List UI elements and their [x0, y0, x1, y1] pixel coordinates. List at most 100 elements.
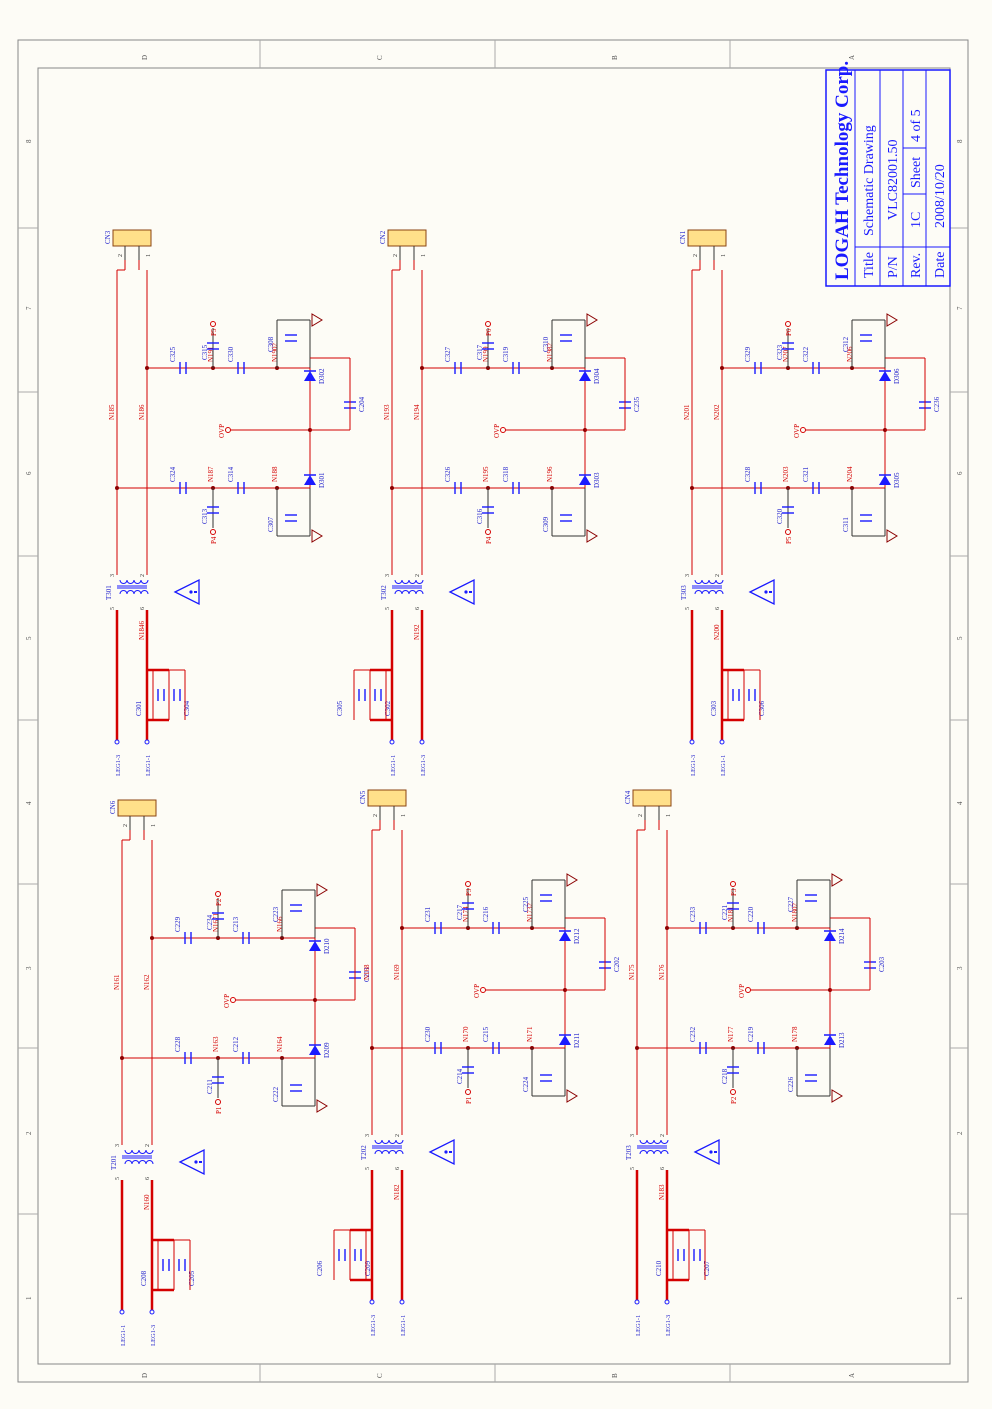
capacitor: C326: [444, 466, 462, 494]
ground-icon: [831, 873, 843, 887]
capacitor-label: C321: [802, 466, 810, 482]
capacitor: C302: [374, 689, 392, 716]
net-label: N177: [727, 1026, 735, 1042]
capacitor: C303: [710, 689, 740, 716]
capacitor-label: C220: [747, 906, 755, 922]
leg-label: LEG1-3: [420, 755, 427, 776]
pin-number: 1: [666, 814, 672, 817]
test-point-label: P4: [485, 536, 493, 544]
capacitor-label: C230: [424, 1026, 432, 1042]
capacitor-label: C315: [201, 344, 209, 360]
outer-border: [17, 39, 969, 1383]
capacitor-label: C312: [842, 336, 850, 352]
test-point: P4: [210, 529, 218, 544]
leg-label: LEG1-1: [400, 1315, 407, 1336]
test-point-label: P2: [730, 1096, 738, 1104]
capacitor-label: C205: [188, 1270, 196, 1286]
ovp-label: OVP: [793, 424, 801, 438]
capacitor: C330: [227, 346, 245, 374]
capacitor: C226: [787, 1074, 817, 1092]
net-label: N186: [138, 404, 146, 420]
sheet-value: 4 of 5: [909, 109, 924, 142]
capacitor: C236: [919, 396, 941, 412]
pin-number: 3: [365, 1134, 371, 1137]
transformer-label: T303: [680, 585, 688, 600]
pin-number: 2: [693, 254, 699, 257]
diode-label: D301: [318, 472, 326, 488]
leg-terminal: [689, 739, 695, 745]
capacitor-label: C327: [444, 346, 452, 362]
border-number-right: 1: [956, 1296, 964, 1300]
capacitor: C318: [502, 466, 520, 494]
capacitor-label: C212: [232, 1036, 240, 1052]
test-point: P1: [465, 1089, 473, 1104]
capacitor-label: C231: [424, 906, 432, 922]
capacitor: C228: [174, 1036, 192, 1064]
title-block: LOGAH Technology Corp. Title Schematic D…: [825, 61, 951, 287]
junction-dot: [145, 366, 149, 370]
title-value: Schematic Drawing: [862, 125, 877, 236]
capacitor-label: C202: [613, 956, 621, 972]
net-label: N176: [658, 964, 666, 980]
net-label: N182: [393, 1184, 401, 1200]
warning-icon: [748, 578, 775, 606]
diode-body: [579, 475, 591, 485]
net-label: N1846: [138, 620, 146, 640]
net-label: N164: [276, 1036, 284, 1052]
diode-body: [304, 371, 316, 381]
capacitor: C304: [173, 689, 191, 716]
border-number-left: 5: [25, 636, 33, 640]
capacitor: C327: [444, 346, 462, 374]
connector-label: CN1: [679, 230, 687, 244]
leg-terminal: [119, 1309, 125, 1315]
diode: D304: [579, 368, 601, 384]
date-value: 2008/10/20: [933, 164, 948, 228]
capacitor: C329: [744, 346, 762, 374]
pin-number: 1: [721, 254, 727, 257]
connector-label: CN6: [109, 800, 117, 814]
capacitor: C234: [206, 912, 224, 930]
net-label: N166: [276, 916, 284, 932]
capacitor-label: C233: [689, 906, 697, 922]
capacitor-label: C320: [776, 508, 784, 524]
capacitor-label: C208: [140, 1270, 148, 1286]
pin-number: 3: [685, 574, 691, 577]
net-label: N199: [482, 346, 490, 362]
capacitor-label: C329: [744, 346, 752, 362]
border-number-left: 8: [25, 139, 33, 143]
capacitor-label: C203: [878, 956, 886, 972]
connector-label: CN2: [379, 230, 387, 244]
diode: D302: [304, 368, 326, 384]
border-number-right: 3: [956, 966, 964, 970]
capacitor: C323: [776, 342, 794, 360]
capacitor: C218: [721, 1066, 739, 1084]
capacitor: C209: [354, 1249, 372, 1276]
capacitor-label: C302: [384, 700, 392, 716]
net-label: N171: [526, 1026, 534, 1042]
pin-number: 5: [630, 1167, 636, 1170]
pin-number: 2: [393, 254, 399, 257]
leg-terminal: [144, 739, 150, 745]
diode: D211: [559, 1032, 581, 1048]
diode: D213: [824, 1032, 846, 1048]
capacitor-label: C218: [721, 1068, 729, 1084]
capacitor: C301: [135, 689, 165, 716]
junction-dot: [150, 936, 154, 940]
capacitor: C219: [747, 1026, 765, 1054]
warning-icon: [693, 1138, 720, 1166]
pin-number: 3: [110, 574, 116, 577]
test-point-label: P3: [465, 888, 473, 896]
border-letter-bottom: C: [376, 1373, 384, 1378]
